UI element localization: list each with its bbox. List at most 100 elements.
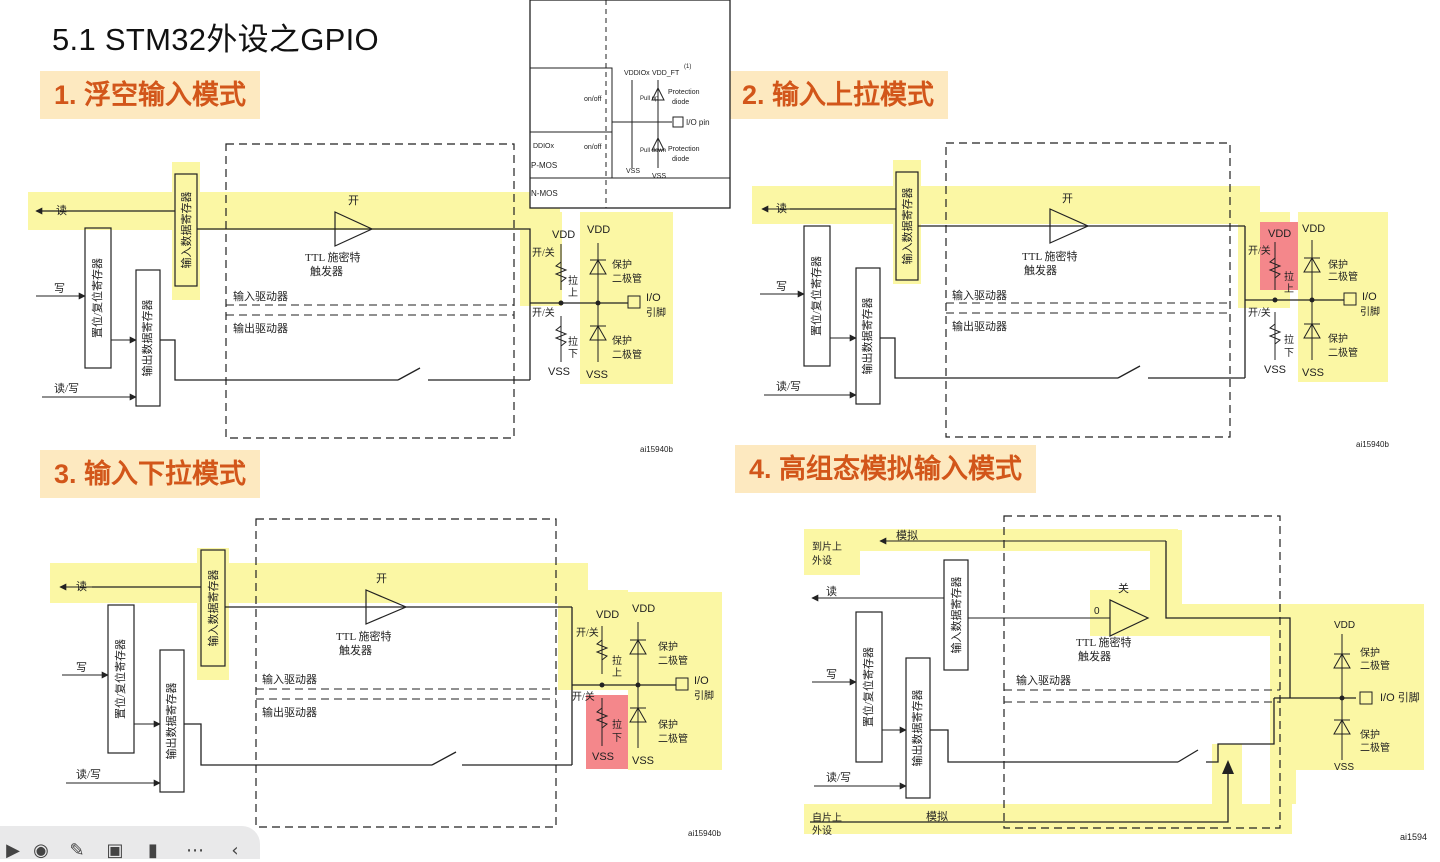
svg-text:二极管: 二极管: [658, 732, 688, 745]
svg-text:下: 下: [612, 733, 622, 744]
svg-text:置位/复位寄存器: 置位/复位寄存器: [809, 256, 823, 336]
more-icon[interactable]: ⋯: [186, 840, 204, 861]
svg-text:VSS: VSS: [586, 369, 608, 381]
svg-text:开: 开: [1062, 193, 1073, 205]
svg-text:VSS: VSS: [632, 755, 654, 767]
svg-text:VSS: VSS: [1264, 364, 1286, 376]
svg-text:二极管: 二极管: [1360, 741, 1390, 754]
svg-text:VDDIOx: VDDIOx: [624, 70, 650, 77]
svg-text:二极管: 二极管: [1328, 270, 1358, 283]
on-label: 开: [348, 195, 359, 207]
screenshot-icon[interactable]: ▣: [106, 840, 124, 861]
analog-label-top: 模拟: [896, 528, 918, 542]
svg-text:on/off: on/off: [584, 96, 601, 103]
svg-text:开/关: 开/关: [572, 690, 595, 703]
svg-text:I/O: I/O: [1362, 291, 1377, 303]
heading-pull-up-input: 2. 输入上拉模式: [728, 71, 949, 119]
svg-text:VSS: VSS: [592, 751, 614, 763]
svg-text:开/关: 开/关: [576, 626, 599, 639]
write-label: 写: [54, 283, 65, 295]
svg-text:on/off: on/off: [584, 144, 601, 151]
svg-text:VDD: VDD: [587, 224, 610, 236]
analog-label-bottom: 模拟: [926, 809, 948, 823]
svg-text:ai15940b: ai15940b: [1356, 440, 1389, 449]
svg-text:VDD: VDD: [1302, 223, 1325, 235]
svg-text:置位/复位寄存器: 置位/复位寄存器: [861, 647, 875, 727]
svg-text:读: 读: [76, 579, 87, 593]
svg-text:输出数据寄存器: 输出数据寄存器: [910, 690, 924, 767]
svg-text:VDD_FT: VDD_FT: [652, 70, 680, 77]
svg-text:保护: 保护: [1328, 332, 1348, 345]
svg-text:I/O pin: I/O pin: [686, 118, 710, 127]
svg-text:下: 下: [1284, 348, 1294, 359]
svg-text:读/写: 读/写: [776, 379, 801, 393]
svg-text:二极管: 二极管: [612, 272, 642, 285]
chevron-left-icon[interactable]: ‹: [231, 840, 239, 861]
svg-text:Protection: Protection: [668, 146, 700, 153]
svg-text:保护: 保护: [612, 258, 632, 271]
svg-text:输出驱动器: 输出驱动器: [262, 705, 317, 719]
svg-text:外设: 外设: [812, 555, 832, 567]
play-icon[interactable]: ▶: [6, 840, 20, 861]
diagram-analog-input: 模拟 到片上 外设 读 输入数据寄存器 0 关 TTL 施密特 触发器 置位/复…: [804, 515, 1427, 842]
diagram-pull-up-input: 读 输入数据寄存器 开 TTL 施密特 触发器 置位/复位寄存器 输出数据寄存器…: [752, 142, 1389, 449]
svg-text:输入驱动器: 输入驱动器: [262, 672, 317, 686]
svg-text:保护: 保护: [612, 334, 632, 347]
svg-text:保护: 保护: [658, 640, 678, 653]
svg-text:读/写: 读/写: [76, 767, 101, 781]
svg-text:TTL 施密特: TTL 施密特: [336, 629, 392, 643]
heading-pull-down-input: 3. 输入下拉模式: [40, 450, 261, 498]
svg-text:输入数据寄存器: 输入数据寄存器: [206, 570, 220, 647]
page-title: 5.1 STM32外设之GPIO: [52, 22, 379, 57]
svg-text:Pull down: Pull down: [640, 148, 666, 154]
svg-text:VDD: VDD: [1268, 228, 1291, 240]
output-driver-label: 输出驱动器: [233, 321, 288, 335]
svg-text:拉: 拉: [568, 274, 578, 287]
set-reset-register: 置位/复位寄存器: [90, 258, 104, 338]
svg-text:自片上: 自片上: [812, 811, 842, 824]
svg-text:写: 写: [776, 281, 787, 293]
svg-text:触发器: 触发器: [1078, 649, 1111, 663]
onoff-label-top: 开/关: [532, 246, 555, 259]
heading-floating-input: 1. 浮空输入模式: [40, 71, 261, 119]
svg-text:TTL 施密特: TTL 施密特: [1076, 635, 1132, 649]
inset-io-structure: VDDIOx VDD_FT (1) on/off on/off Pull up …: [529, 0, 731, 209]
svg-text:输出数据寄存器: 输出数据寄存器: [164, 683, 178, 760]
vdd-label: VDD: [552, 229, 575, 241]
io-pin-label: I/O 引脚: [1380, 690, 1420, 704]
svg-text:上: 上: [568, 287, 578, 299]
svg-text:读/写: 读/写: [826, 770, 851, 784]
svg-text:P-MOS: P-MOS: [531, 161, 557, 170]
svg-text:输入驱动器: 输入驱动器: [1016, 673, 1071, 687]
svg-text:输入数据寄存器: 输入数据寄存器: [900, 188, 914, 265]
svg-text:拉: 拉: [568, 335, 578, 348]
svg-text:写: 写: [76, 662, 87, 674]
figure-ref: ai15940b: [640, 445, 673, 454]
onoff-label-bottom: 开/关: [532, 306, 555, 319]
svg-text:下: 下: [568, 349, 578, 360]
io-label: I/O: [646, 292, 661, 304]
svg-text:VSS: VSS: [652, 173, 666, 180]
presentation-toolbar: ▶ ◉ ✎ ▣ ▮ ⋯ ‹: [0, 826, 260, 861]
svg-text:输出数据寄存器: 输出数据寄存器: [860, 298, 874, 375]
svg-text:上: 上: [1284, 283, 1294, 295]
svg-text:VSS: VSS: [626, 168, 640, 175]
play-circle-icon[interactable]: ◉: [33, 840, 49, 861]
svg-text:置位/复位寄存器: 置位/复位寄存器: [113, 639, 127, 719]
svg-text:VDD: VDD: [1334, 620, 1355, 631]
svg-text:拉: 拉: [1284, 270, 1294, 283]
svg-text:二极管: 二极管: [612, 348, 642, 361]
svg-text:保护: 保护: [1360, 646, 1380, 659]
svg-text:DDIOx: DDIOx: [533, 143, 555, 150]
output-data-register: 输出数据寄存器: [140, 300, 154, 377]
svg-text:关: 关: [1118, 581, 1129, 595]
diagram-floating-input: 读 输入数据寄存器 开 TTL 施密特 触发器 置位/复位寄存器 输出数据寄存器…: [28, 143, 673, 454]
svg-text:读: 读: [776, 201, 787, 215]
pen-icon[interactable]: ✎: [69, 840, 85, 861]
svg-text:(1): (1): [684, 64, 691, 70]
svg-text:Protection: Protection: [668, 89, 700, 96]
video-icon[interactable]: ▮: [148, 840, 158, 861]
svg-text:N-MOS: N-MOS: [531, 189, 558, 198]
svg-text:保护: 保护: [1360, 728, 1380, 741]
